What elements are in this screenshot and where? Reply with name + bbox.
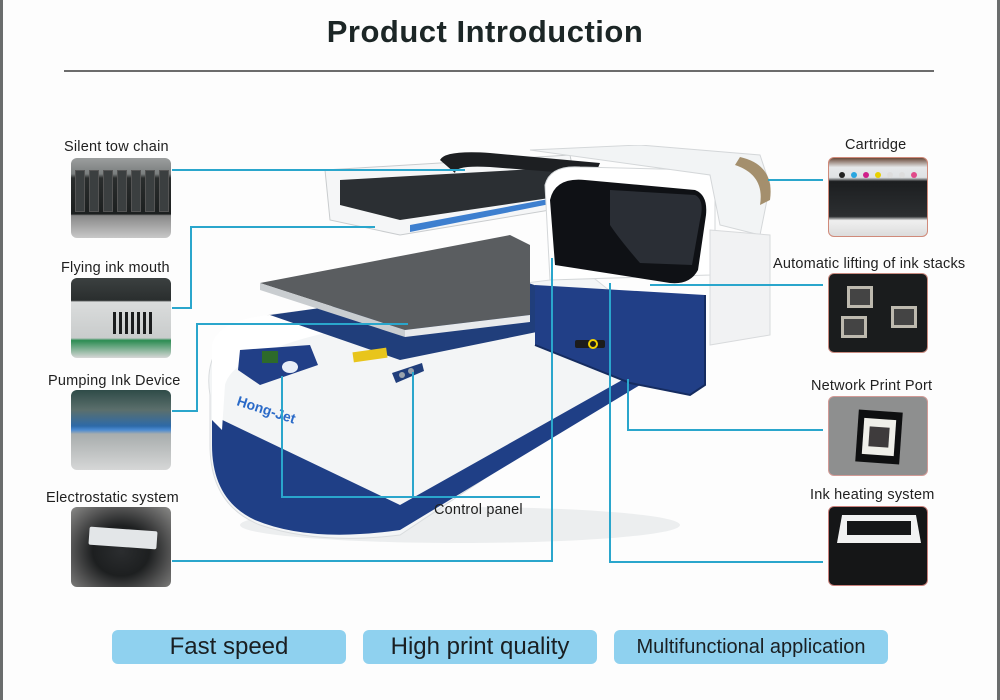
leader-line bbox=[609, 283, 611, 563]
tow-chain-photo-icon bbox=[71, 158, 171, 238]
frame-border-left bbox=[0, 0, 3, 700]
feature-label: Automatic lifting of ink stacks bbox=[773, 256, 966, 272]
feature-label: Cartridge bbox=[845, 137, 907, 153]
leader-line bbox=[627, 429, 823, 431]
feature-label: Silent tow chain bbox=[64, 139, 169, 155]
highlight-fast-speed: Fast speed bbox=[112, 630, 346, 664]
ethernet-port-photo-icon bbox=[828, 396, 928, 476]
leader-line bbox=[412, 372, 414, 498]
ink-cartridge-photo-icon bbox=[828, 157, 928, 237]
highlight-high-print-quality: High print quality bbox=[363, 630, 597, 664]
feature-label: Network Print Port bbox=[811, 378, 933, 394]
ink-mouth-photo-icon bbox=[71, 278, 171, 358]
leader-line bbox=[190, 226, 375, 228]
leader-line bbox=[196, 323, 198, 412]
pump-device-photo-icon bbox=[71, 390, 171, 470]
feature-label: Flying ink mouth bbox=[61, 260, 170, 276]
leader-line bbox=[650, 284, 823, 286]
leader-line bbox=[627, 379, 629, 431]
feature-label: Electrostatic system bbox=[46, 490, 179, 506]
callout-control-panel: Control panel bbox=[434, 502, 523, 518]
electrostatic-bar-photo-icon bbox=[71, 507, 171, 587]
frame-border-right bbox=[997, 0, 1000, 700]
pill-label: Fast speed bbox=[169, 633, 289, 660]
leader-line bbox=[768, 179, 823, 181]
leader-line bbox=[609, 561, 823, 563]
highlight-multifunctional-application: Multifunctional application bbox=[614, 630, 888, 664]
ink-stack-photo-icon bbox=[828, 273, 928, 353]
printer-image: Hong-Jet bbox=[208, 145, 771, 543]
feature-label: Ink heating system bbox=[810, 487, 935, 503]
pill-label: Multifunctional application bbox=[636, 636, 866, 658]
leader-line bbox=[281, 376, 283, 498]
leader-line bbox=[172, 169, 465, 171]
leader-line bbox=[281, 496, 540, 498]
feature-label: Pumping Ink Device bbox=[48, 373, 181, 389]
page-title: Product Introduction bbox=[326, 14, 644, 49]
leader-line bbox=[172, 560, 552, 562]
ink-heater-photo-icon bbox=[828, 506, 928, 586]
leader-line bbox=[190, 226, 192, 309]
leader-line bbox=[196, 323, 408, 325]
leader-line bbox=[172, 410, 197, 412]
pill-label: High print quality bbox=[390, 633, 570, 660]
leader-line bbox=[551, 258, 553, 562]
leader-line bbox=[172, 307, 192, 309]
title-divider bbox=[64, 70, 934, 72]
